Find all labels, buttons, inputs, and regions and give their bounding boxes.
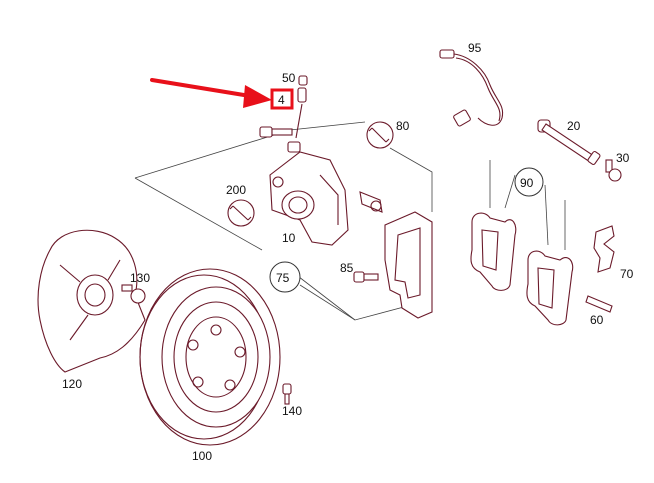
label-75[interactable]: 75: [276, 271, 290, 285]
red-pointer-arrow-icon: [150, 78, 272, 108]
part-sleeve: [359, 191, 383, 213]
part-70-clip: [593, 225, 615, 273]
part-50-bleed-screw: [287, 75, 308, 153]
label-90[interactable]: 90: [520, 176, 534, 190]
label-20[interactable]: 20: [567, 119, 581, 133]
part-60-pin: [585, 295, 613, 313]
part-95-sensor: [439, 49, 504, 127]
part-20-guide-pin: [537, 119, 601, 165]
label-30[interactable]: 30: [616, 151, 630, 165]
part-caliper-bolt: [259, 126, 293, 138]
label-80[interactable]: 80: [396, 119, 410, 133]
label-70[interactable]: 70: [620, 267, 634, 281]
label-120[interactable]: 120: [62, 377, 82, 391]
label-4[interactable]: 4: [278, 93, 285, 107]
part-200-wrench-icon: [227, 199, 255, 227]
part-30-bolt: [605, 159, 622, 182]
highlight-box-part-4: [270, 88, 294, 110]
callout-circle-75: [269, 261, 301, 293]
callout-circle-90: [514, 167, 544, 197]
label-10[interactable]: 10: [282, 231, 296, 245]
label-50[interactable]: 50: [282, 71, 296, 85]
label-85[interactable]: 85: [340, 261, 354, 275]
part-80-wrench-icon: [366, 121, 394, 149]
part-90-brake-pads: [470, 212, 574, 326]
part-140-bolt: [282, 383, 292, 405]
label-130[interactable]: 130: [130, 271, 150, 285]
label-95[interactable]: 95: [468, 41, 482, 55]
label-100[interactable]: 100: [192, 449, 212, 463]
part-10-caliper: [269, 151, 349, 246]
label-200[interactable]: 200: [226, 183, 246, 197]
part-85-bolt: [353, 271, 379, 283]
part-100-brake-disc: [139, 268, 281, 446]
part-120-dust-shield: [37, 229, 146, 373]
part-caliper-bracket: [384, 211, 433, 319]
part-130-bolt: [121, 284, 146, 304]
part-labels: 95 50 4 80 20 30 90 200 10 75 85 130 70 …: [62, 41, 634, 463]
label-140[interactable]: 140: [282, 404, 302, 418]
label-60[interactable]: 60: [590, 313, 604, 327]
